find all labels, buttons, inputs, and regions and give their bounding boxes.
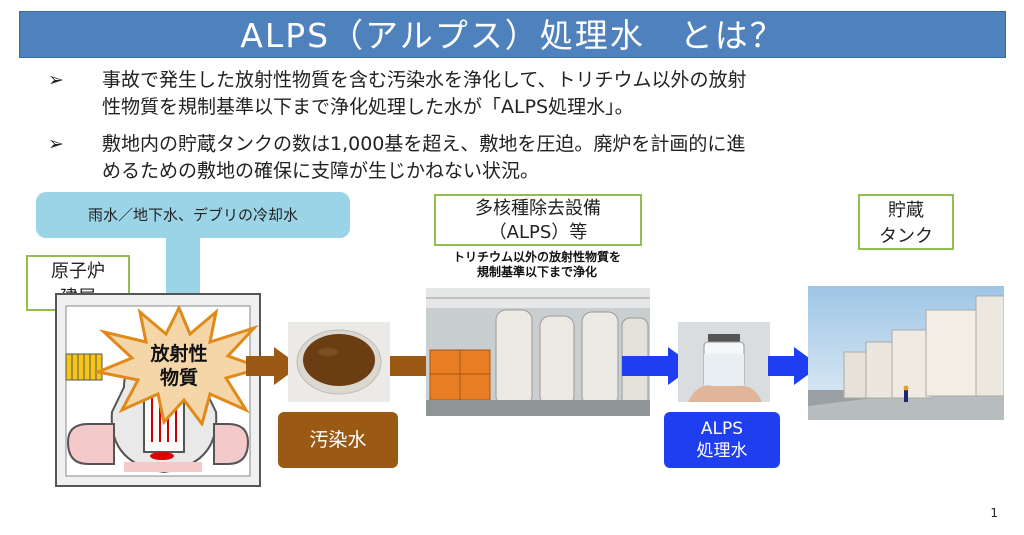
alps-label-line-2: （ALPS）等 <box>488 222 588 243</box>
tank-label-line-2: タンク <box>879 226 933 247</box>
bullet-text-1: 事故で発生した放射性物質を含む汚染水を浄化して、トリチウム以外の放射 性物質を規… <box>102 67 982 121</box>
alps-caption: トリチウム以外の放射性物質を 規制基準以下まで浄化 <box>408 250 666 280</box>
treated-flow-arrow-2-shaft <box>768 356 796 376</box>
treated-water-label: ALPS 処理水 <box>664 412 780 468</box>
treated-water-photo <box>678 322 770 402</box>
treated-flow-arrow-1-shaft <box>622 356 674 376</box>
rain-water-label: 雨水／地下水、デブリの冷却水 <box>36 192 350 238</box>
bullet-2-line-1: 敷地内の貯蔵タンクの数は1,000基を超え、敷地を圧迫。廃炉を計画的に進 <box>102 133 746 155</box>
reactor-label-line-1: 原子炉 <box>51 261 105 282</box>
alps-label-line-1: 多核種除去設備 <box>475 198 601 219</box>
bullet-1-line-2: 性物質を規制基準以下まで浄化処理した水が「ALPS処理水」。 <box>102 96 634 118</box>
bullet-1-line-1: 事故で発生した放射性物質を含む汚染水を浄化して、トリチウム以外の放射 <box>102 69 747 91</box>
treated-label-line-2: 処理水 <box>696 441 748 461</box>
tank-label-line-1: 貯蔵 <box>888 200 924 221</box>
alps-caption-line-2: 規制基準以下まで浄化 <box>476 265 597 279</box>
radioactive-burst-icon <box>94 306 264 426</box>
alps-caption-line-1: トリチウム以外の放射性物質を <box>452 250 621 264</box>
alps-facility-photo <box>426 288 650 416</box>
contaminated-water-dish-icon <box>296 329 382 395</box>
radioactive-line-1: 放射性 <box>150 343 208 365</box>
page-number: 1 <box>990 506 998 520</box>
treated-label-line-1: ALPS <box>700 419 744 439</box>
storage-tank-label: 貯蔵 タンク <box>858 194 954 250</box>
flow-arrow-2-shaft <box>390 356 428 376</box>
bullet-marker-1: ➢ <box>48 69 64 91</box>
storage-tanks-icon <box>808 286 1004 420</box>
page-title: ALPS（アルプス）処理水 とは？ <box>19 11 1006 58</box>
contaminated-water-label: 汚染水 <box>278 412 398 468</box>
storage-tank-photo <box>808 286 1004 420</box>
alps-equipment-icon <box>426 288 650 416</box>
radioactive-line-2: 物質 <box>159 367 198 389</box>
bullet-marker-2: ➢ <box>48 133 64 155</box>
bullet-2-line-2: めるための敷地の確保に支障が生じかねない状況。 <box>102 160 540 182</box>
radioactive-label: 放射性 物質 <box>134 342 224 390</box>
alps-facility-label: 多核種除去設備 （ALPS）等 <box>434 194 642 246</box>
bullet-text-2: 敷地内の貯蔵タンクの数は1,000基を超え、敷地を圧迫。廃炉を計画的に進 めるた… <box>102 131 982 185</box>
flow-arrow-1-shaft <box>246 356 276 376</box>
contaminated-water-photo <box>288 322 390 402</box>
treated-water-jar-icon <box>678 322 770 402</box>
